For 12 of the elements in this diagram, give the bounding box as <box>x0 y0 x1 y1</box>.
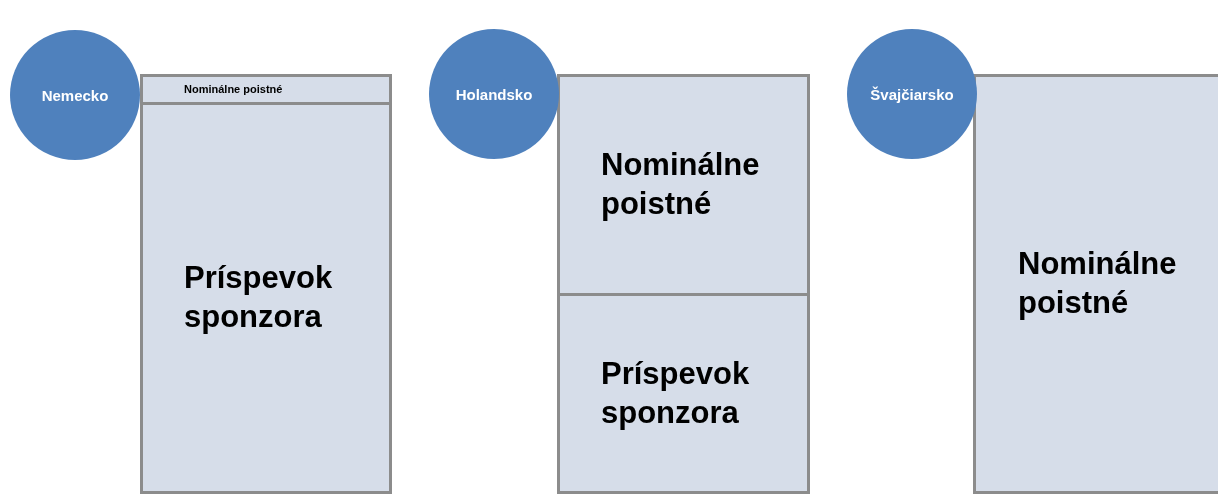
segment-label: Príspevok sponzora <box>601 354 751 432</box>
segment-box <box>557 293 810 494</box>
segment-label: Príspevok sponzora <box>184 259 334 336</box>
country-label: Holandsko <box>455 85 533 103</box>
segment-label: Nominálne poistné <box>1018 245 1178 322</box>
segment-box <box>973 74 1218 494</box>
segment-label: Nominálne poistné <box>601 146 761 223</box>
country-label: Nemecko <box>41 86 109 104</box>
segment-label: Nominálne poistné <box>184 82 283 97</box>
segment-box <box>140 102 392 494</box>
country-label: Švajčiarsko <box>870 85 954 103</box>
segment-box <box>557 74 810 296</box>
